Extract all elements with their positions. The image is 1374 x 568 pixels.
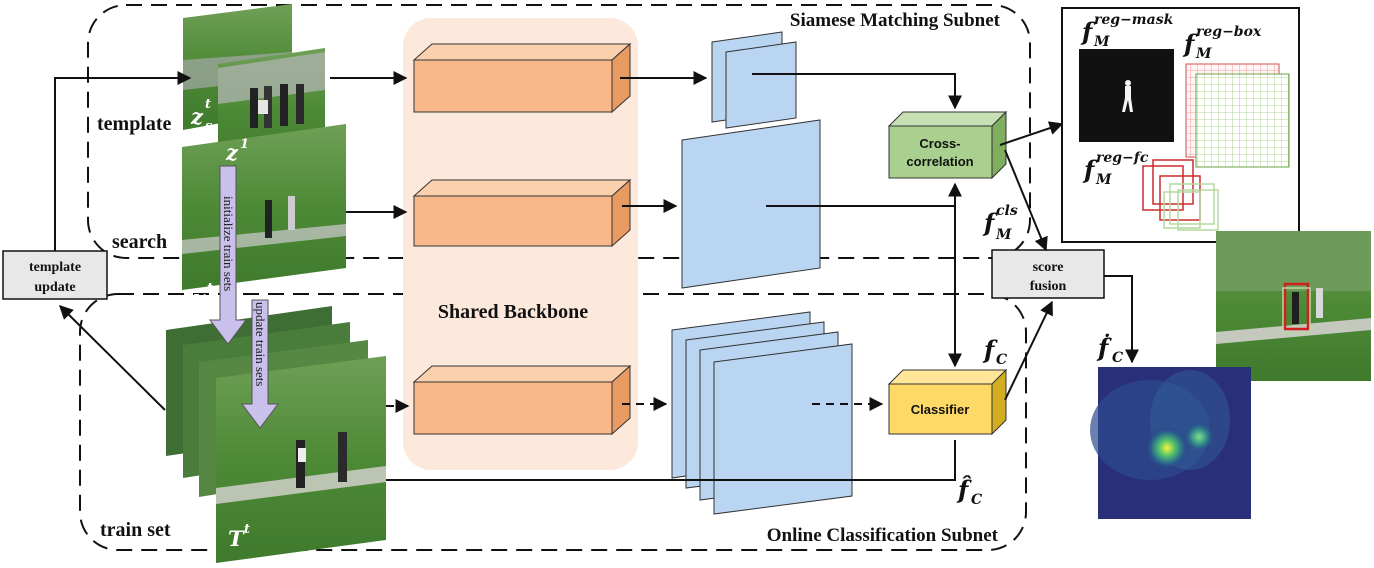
template-label: template <box>97 113 172 135</box>
tracking-box-green <box>1282 287 1311 334</box>
update-train-sets-arrow: update train sets <box>241 299 279 429</box>
train-set-images <box>166 306 386 563</box>
symbol-f-reg-fc: f reg−fc M <box>1082 150 1149 188</box>
backbone-block-template <box>412 42 632 114</box>
siamese-subnet-region <box>87 4 1031 259</box>
svg-text:C: C <box>996 352 1007 368</box>
siamese-subnet-title: Siamese Matching Subnet <box>790 10 1001 31</box>
shared-backbone-label: Shared Backbone <box>438 301 588 323</box>
svg-text:M: M <box>1093 34 1110 50</box>
classifier-block[interactable] <box>887 368 1008 436</box>
template-update-box <box>2 250 108 300</box>
svg-text:f̂: f̂ <box>956 475 972 504</box>
connection-arrows <box>54 71 1139 481</box>
svg-text:update train sets: update train sets <box>253 302 268 386</box>
svg-text:M: M <box>1195 46 1212 62</box>
template-update-line2: update <box>34 280 75 295</box>
response-heatmap <box>1090 367 1251 519</box>
svg-text:z: z <box>225 140 239 165</box>
cross-correlation-line1: Cross- <box>919 136 960 151</box>
symbol-x: x t <box>192 281 213 310</box>
svg-text:initialize train sets: initialize train sets <box>221 196 236 291</box>
backbone-block-train <box>412 364 632 436</box>
symbol-f-reg-mask: f reg−mask M <box>1080 12 1174 50</box>
template-update-line1: template <box>29 260 81 275</box>
svg-text:t: t <box>205 97 211 112</box>
svg-text:ḟ: ḟ <box>1096 333 1112 362</box>
score-fusion-box[interactable] <box>991 249 1105 299</box>
box-regression-grids <box>1185 63 1290 168</box>
score-fusion-line1: score <box>1033 260 1064 275</box>
svg-text:M: M <box>1095 172 1112 188</box>
template-feature-maps <box>711 31 797 129</box>
symbol-f-c-hat: f̂ C <box>956 475 982 508</box>
online-subnet-title: Online Classification Subnet <box>767 525 999 546</box>
fc-regression-boxes <box>1142 159 1219 231</box>
svg-text:f: f <box>1082 155 1098 184</box>
svg-text:1: 1 <box>240 137 249 152</box>
dashed-arrows <box>386 397 884 413</box>
svg-text:C: C <box>971 492 982 508</box>
symbol-f-c: f C <box>982 335 1007 368</box>
symbol-f-cls: f cls M <box>982 203 1018 243</box>
svg-text:reg−fc: reg−fc <box>1096 150 1149 166</box>
cross-correlation-block[interactable] <box>887 110 1008 180</box>
symbol-T: T t <box>228 522 250 551</box>
svg-text:x: x <box>192 285 206 310</box>
svg-text:f: f <box>982 335 998 364</box>
symbol-f-reg-box: f reg−box M <box>1182 24 1262 62</box>
svg-text:M: M <box>995 227 1012 243</box>
train-feature-maps <box>671 311 853 515</box>
svg-text:reg−mask: reg−mask <box>1094 12 1174 28</box>
svg-text:C: C <box>1112 350 1123 366</box>
symbol-f-c-dot: ḟ C <box>1096 333 1123 366</box>
train-set-label: train set <box>100 519 171 541</box>
mask-silhouette <box>1122 80 1133 112</box>
backbone-block-search <box>412 178 632 248</box>
search-label: search <box>112 231 167 253</box>
classifier-label: Classifier <box>911 402 970 417</box>
svg-text:t: t <box>207 281 213 296</box>
svg-text:f: f <box>1182 29 1198 58</box>
svg-text:z: z <box>190 104 204 129</box>
score-fusion-line2: fusion <box>1030 279 1067 294</box>
search-feature-map <box>681 119 821 289</box>
svg-text:T: T <box>228 526 245 551</box>
cross-correlation-line2: correlation <box>906 154 973 169</box>
initialize-train-sets-arrow: initialize train sets <box>209 165 247 345</box>
svg-text:f: f <box>1080 17 1096 46</box>
symbol-z1: z 1 <box>225 137 249 165</box>
svg-text:reg−box: reg−box <box>1196 24 1262 40</box>
svg-text:t: t <box>244 522 250 537</box>
symbol-zs: z s t <box>190 97 213 134</box>
svg-text:cls: cls <box>996 203 1018 219</box>
tracking-result-image <box>1216 231 1371 381</box>
svg-text:f: f <box>982 208 998 237</box>
tracking-box-red <box>1283 282 1310 331</box>
search-image-x <box>182 124 346 290</box>
svg-text:s: s <box>205 119 213 134</box>
